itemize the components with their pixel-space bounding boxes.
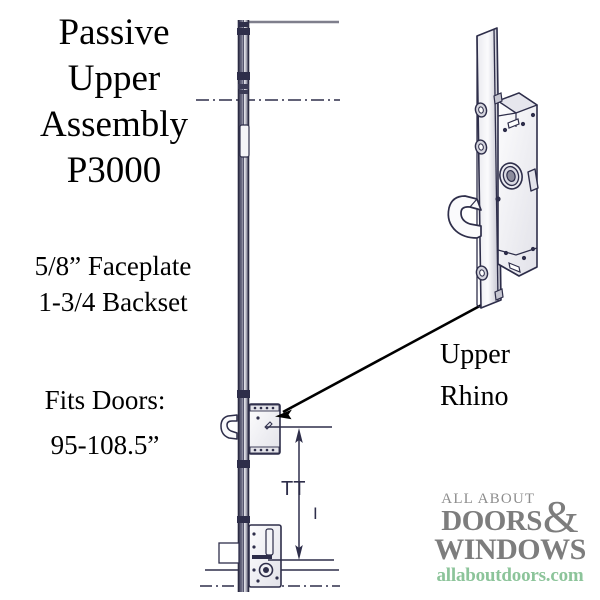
rhino-screw-hole-upper-inner — [478, 106, 484, 114]
rail-top-cap — [238, 22, 249, 27]
rail-upper-slot — [239, 124, 250, 158]
leader-line — [282, 299, 490, 414]
rhino-spindle-hole — [495, 196, 501, 202]
upper-rhino-isometric — [447, 27, 539, 309]
middle-lock-top-strip — [249, 404, 280, 412]
middle-lock-screw-2 — [259, 406, 263, 410]
company-logo: ALL ABOUT DOORS & WINDOWS allaboutdoors.… — [424, 491, 596, 587]
rhino-bottom-pin-slot — [494, 288, 504, 301]
middle-lock-body — [220, 390, 281, 468]
rhino-label-line-2: Rhino — [440, 381, 509, 412]
rhino-case-bottom-face — [497, 263, 538, 277]
middle-lock-upper-pin — [237, 390, 250, 398]
rail-upper-pin-4 — [239, 90, 248, 94]
rhino-faceplate-return — [476, 36, 482, 309]
reference-lines — [196, 20, 340, 587]
spec-faceplate: 5/8” Faceplate — [34, 251, 192, 281]
title-line-1: Passive — [58, 12, 170, 53]
bottom-lock-screw-3 — [252, 568, 256, 572]
rail-upper-pin-2 — [237, 72, 250, 80]
rhino-screw-hole-lower-inner — [479, 269, 485, 277]
logo-top-row: ALL ABOUT DOORS & — [424, 491, 596, 542]
logo-website-url: allaboutdoors.com — [436, 565, 584, 586]
bottom-lock-cylinder-core — [263, 567, 269, 573]
middle-lock-bottom-strip — [249, 446, 280, 454]
middle-lock-lower-pin — [237, 460, 250, 468]
rhino-case-screw-1 — [502, 127, 508, 133]
middle-lock-case — [248, 403, 281, 455]
rhino-top-pin-slot — [493, 92, 503, 105]
bottom-lock-screw-5 — [256, 579, 260, 583]
rhino-case-screw-4 — [503, 250, 509, 256]
rhino-case-vent-slot — [507, 118, 520, 129]
dimension-arrowhead-top — [295, 428, 303, 443]
bottom-lock-screw-4 — [275, 576, 279, 580]
rhino-cylinder-core — [506, 169, 516, 183]
fits-doors-label: Fits Doors: — [44, 385, 166, 415]
middle-lock-screw-4 — [271, 406, 275, 410]
page-title: Passive Upper Assembly P3000 — [8, 10, 220, 194]
title-line-3: Assembly — [40, 104, 188, 145]
bottom-lock-upper-pin — [237, 516, 250, 523]
rhino-keyway-slot — [527, 168, 539, 192]
middle-lock-pivot-dot — [256, 416, 260, 420]
bottom-lock-latch-block — [218, 542, 240, 564]
rhino-case-screw-3 — [530, 112, 536, 118]
rail-upper-pin-1 — [237, 28, 250, 35]
title-line-4-model: P3000 — [66, 150, 162, 191]
rail-upper-pin-3 — [238, 84, 249, 89]
logo-ampersand: & — [542, 491, 579, 542]
rhino-case-screw-5 — [521, 255, 527, 261]
callout-leader-arrow — [275, 299, 490, 420]
middle-lock-screw-6 — [259, 448, 263, 452]
logo-doors-text: DOORS — [441, 505, 542, 537]
multipoint-lock-rail — [237, 20, 250, 592]
dimension-callout-tt — [266, 426, 334, 561]
middle-lock-screw-5 — [253, 448, 257, 452]
rhino-case-screw-6 — [530, 246, 536, 252]
bottom-lock-deadbolt-bar — [252, 555, 272, 559]
spec-backset: 1-3/4 Backset — [38, 287, 188, 317]
logo-words: ALL ABOUT DOORS — [441, 491, 542, 537]
fits-doors-value: 95-108.5” — [50, 430, 160, 460]
rhino-case-bottom-edge — [497, 247, 538, 256]
middle-lock-hook-bolt — [220, 414, 238, 440]
bottom-lock-screw-1 — [252, 532, 256, 536]
bottom-lock-inner-slot — [265, 528, 274, 556]
rhino-case-top-face — [497, 92, 538, 114]
dimension-label-i: I — [313, 504, 318, 523]
rhino-hook-bolt — [447, 195, 482, 239]
title-line-2: Upper — [67, 58, 161, 99]
rhino-case-lower-vent-slot — [508, 262, 521, 273]
middle-lock-screw-8 — [271, 448, 275, 452]
middle-lock-screw-1 — [253, 406, 257, 410]
logo-all-about-text: ALL ABOUT — [441, 491, 536, 507]
bottom-lock-body — [218, 516, 282, 588]
rhino-hook-bolt-crease — [469, 198, 478, 208]
logo-windows-text: WINDOWS — [434, 533, 586, 566]
middle-lock-screw-3 — [265, 406, 269, 410]
bottom-lock-screw-2 — [252, 545, 256, 549]
rhino-case-screw-2 — [520, 121, 526, 127]
spec-list: 5/8” Faceplate 1-3/4 Backset — [4, 248, 222, 320]
leader-arrowhead — [275, 409, 292, 420]
dimension-arrowhead-bottom — [295, 545, 303, 560]
upper-rhino-callout-label: Upper Rhino — [440, 334, 590, 418]
middle-lock-screw-7 — [265, 448, 269, 452]
rhino-label-line-1: Upper — [440, 339, 510, 370]
rhino-screw-hole-mid-inner — [478, 143, 484, 151]
fits-doors-block: Fits Doors: 95-108.5” — [2, 378, 208, 468]
